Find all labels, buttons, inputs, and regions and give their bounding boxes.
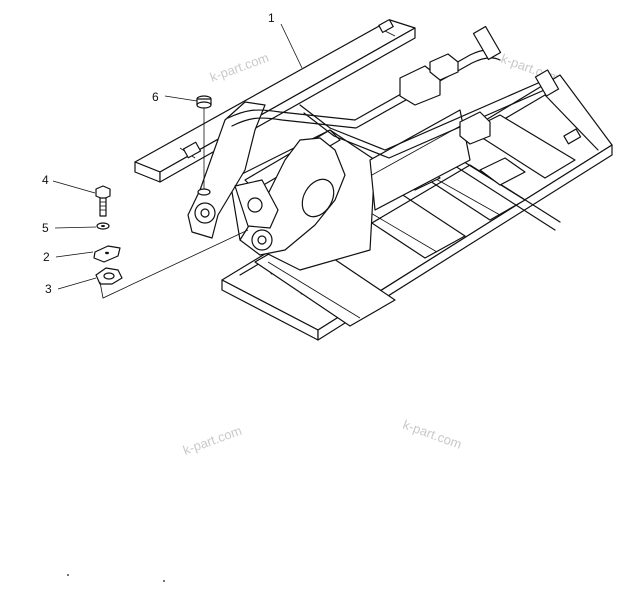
scan-speck: [163, 580, 165, 582]
callout-2: 2: [43, 250, 50, 264]
watermark: k-part.com: [401, 417, 464, 452]
cap-part-6: [196, 95, 212, 196]
plate-part-2: [93, 245, 121, 263]
callout-3: 3: [45, 282, 52, 296]
washer-part-5: [96, 222, 110, 230]
watermark: k-part.com: [208, 50, 271, 85]
boom-foot-plates: [187, 101, 346, 256]
leader-lines: [52, 23, 303, 299]
watermark: k-part.com: [181, 423, 244, 458]
callout-5: 5: [42, 221, 49, 235]
callout-1: 1: [268, 11, 275, 25]
scan-speck: [67, 574, 69, 576]
bolt-part-4: [95, 185, 111, 217]
guard-rail: [227, 25, 560, 159]
callout-6: 6: [152, 90, 159, 104]
callout-4: 4: [42, 173, 49, 187]
plate-part-3: [95, 267, 123, 285]
